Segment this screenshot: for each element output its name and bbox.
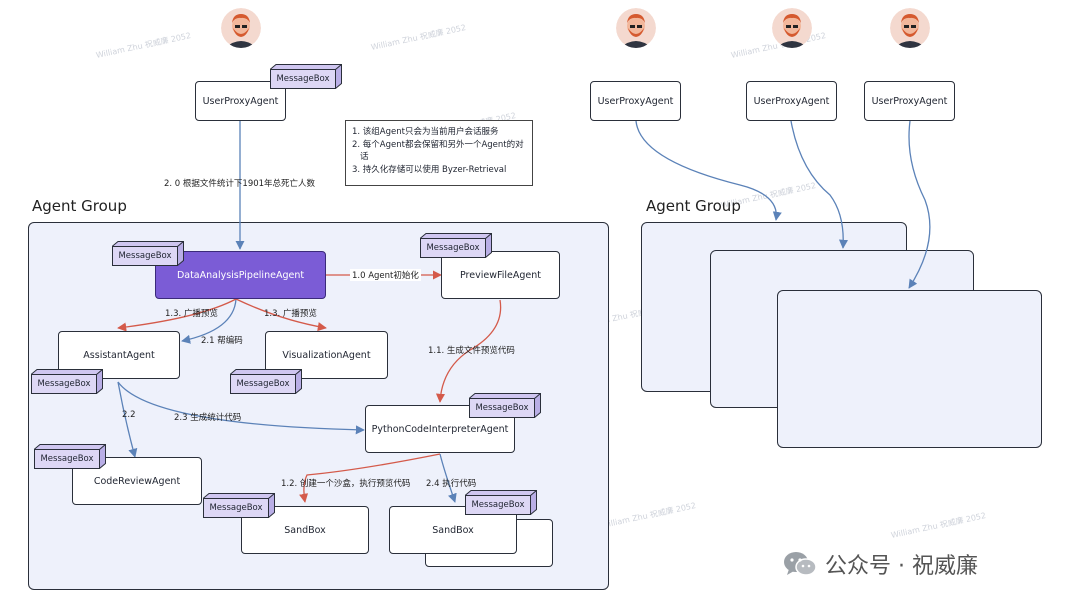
user-proxy-agent-right-1[interactable]: UserProxyAgent xyxy=(590,81,681,121)
edge-2-2 xyxy=(117,381,138,458)
message-box: MessageBox xyxy=(34,444,106,470)
edge-exec-code xyxy=(439,453,457,503)
message-box-label: MessageBox xyxy=(230,374,296,394)
message-box-label: MessageBox xyxy=(203,498,269,518)
agent-group-label-left: Agent Group xyxy=(32,197,127,215)
edge-label-create-sandbox: 1.2. 创建一个沙盒，执行预览代码 xyxy=(281,479,411,489)
message-box: MessageBox xyxy=(203,493,275,519)
agent-group-label-right: Agent Group xyxy=(646,197,741,215)
message-box: MessageBox xyxy=(230,369,302,395)
message-box: MessageBox xyxy=(31,369,103,395)
preview-file-agent[interactable]: PreviewFileAgent xyxy=(441,251,560,299)
edge-broadcast-1 xyxy=(117,298,237,332)
user-avatar xyxy=(221,8,261,48)
edge-label-broadcast-2: 1.3. 广播预览 xyxy=(264,309,317,319)
message-box-label: MessageBox xyxy=(112,246,178,266)
edge-broadcast-2 xyxy=(235,298,327,332)
message-box-label: MessageBox xyxy=(31,374,97,394)
edge-gen-stats xyxy=(117,381,365,435)
message-box: MessageBox xyxy=(469,393,541,419)
message-box: MessageBox xyxy=(420,233,492,259)
note-line: 3. 持久化存储可以使用 Byzer-Retrieval xyxy=(352,164,507,175)
note-line: 2. 每个Agent都会保留和另外一个Agent的对 xyxy=(352,139,524,150)
notes-box: 1. 该组Agent只会为当前用户会话服务 2. 每个Agent都会保留和另外一… xyxy=(345,120,533,186)
message-box: MessageBox xyxy=(112,241,184,267)
note-line: 话 xyxy=(360,152,369,162)
message-box-label: MessageBox xyxy=(420,238,486,258)
edge-help-code xyxy=(181,298,237,344)
agent-group-stack-3 xyxy=(777,290,1042,448)
edge-label-broadcast-1: 1.3. 广播预览 xyxy=(165,309,218,319)
note-line: 1. 该组Agent只会为当前用户会话服务 xyxy=(352,127,499,137)
message-box-label: MessageBox xyxy=(469,398,535,418)
message-box-label: MessageBox xyxy=(34,449,100,469)
message-box-label: MessageBox xyxy=(270,69,336,89)
edge-right-user-2 xyxy=(790,120,849,249)
edge-label-user-to-group: 2. 0 根据文件统计下1901年总死亡人数 xyxy=(164,179,316,189)
user-avatar xyxy=(616,8,656,48)
edge-label-exec-code: 2.4 执行代码 xyxy=(426,479,477,489)
edge-label-gen-preview: 1.1. 生成文件预览代码 xyxy=(428,346,515,356)
message-box: MessageBox xyxy=(465,490,537,516)
edge-right-user-3 xyxy=(908,120,931,289)
message-box-label: MessageBox xyxy=(465,495,531,515)
user-avatar xyxy=(890,8,930,48)
message-box: MessageBox xyxy=(270,64,342,90)
user-avatar xyxy=(772,8,812,48)
sandbox-box-2[interactable]: SandBox xyxy=(389,506,517,554)
account-label: 公众号 · 祝威廉 xyxy=(825,554,978,579)
footer: 公众号 · 祝威廉 xyxy=(783,548,978,580)
user-proxy-agent-right-3[interactable]: UserProxyAgent xyxy=(864,81,955,121)
user-proxy-agent-right-2[interactable]: UserProxyAgent xyxy=(746,81,837,121)
edge-create-sandbox xyxy=(299,453,441,503)
edge-label-2-2: 2.2 xyxy=(122,410,136,420)
edge-gen-preview xyxy=(435,299,502,403)
edge-label-help-code: 2.1 帮编码 xyxy=(201,336,243,346)
edge-label-gen-stats: 2.3 生成统计代码 xyxy=(174,413,242,423)
edge-label-init: 1.0 Agent初始化 xyxy=(350,269,421,281)
edge-right-user-1 xyxy=(635,120,782,221)
wechat-icon xyxy=(784,552,817,576)
